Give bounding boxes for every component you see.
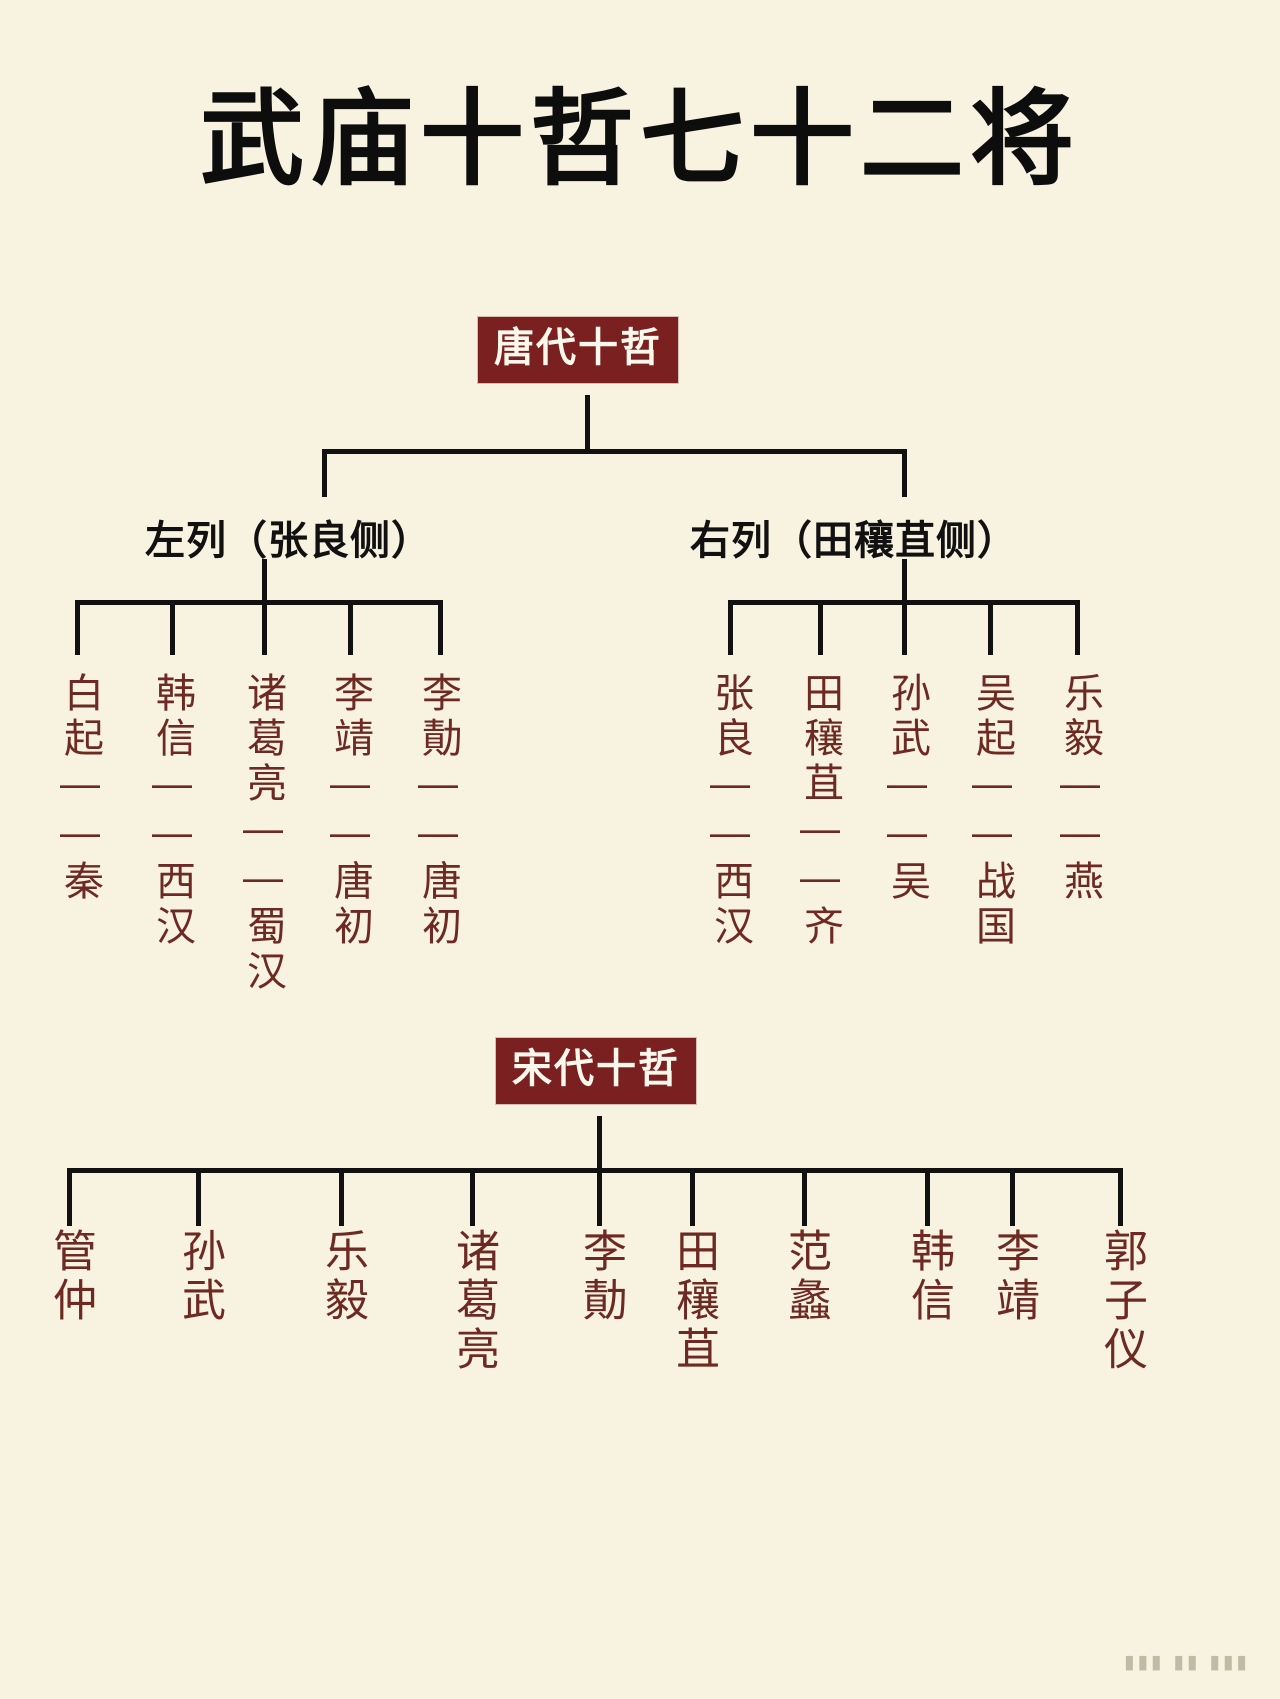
song-item-7[interactable]: 范蠡 — [781, 1228, 830, 1326]
song-tick-6 — [690, 1168, 695, 1226]
song-item-1[interactable]: 管仲 — [46, 1228, 95, 1326]
song-tick-2 — [196, 1168, 201, 1226]
leaf-tang-left-4[interactable]: 李靖——唐初 — [328, 672, 372, 950]
song-tick-10 — [1118, 1168, 1123, 1226]
song-item-6[interactable]: 田穰苴 — [669, 1228, 718, 1375]
node-song-ten-philosophers[interactable]: 宋代十哲 — [496, 1038, 696, 1104]
song-item-10[interactable]: 郭子仪 — [1097, 1228, 1146, 1375]
leaf-tang-right-1[interactable]: 张良——西汉 — [708, 672, 752, 950]
song-tick-5 — [597, 1168, 602, 1226]
song-item-2[interactable]: 孙武 — [175, 1228, 224, 1326]
song-tick-1 — [67, 1168, 72, 1226]
tang-trunk-line — [585, 395, 590, 452]
right-tick-2 — [818, 600, 823, 655]
leaf-tang-left-1[interactable]: 白起——秦 — [58, 672, 102, 905]
song-tick-4 — [470, 1168, 475, 1226]
song-trunk-line — [597, 1116, 602, 1171]
right-tick-1 — [728, 600, 733, 655]
song-tick-9 — [1010, 1168, 1015, 1226]
leaf-tang-right-4[interactable]: 吴起——战国 — [970, 672, 1014, 950]
left-tick-3 — [262, 600, 267, 655]
song-item-3[interactable]: 乐毅 — [318, 1228, 367, 1326]
left-group-stem-line — [262, 559, 267, 603]
tang-left-drop-line — [322, 449, 327, 497]
right-tick-5 — [1075, 600, 1080, 655]
song-tick-7 — [802, 1168, 807, 1226]
left-group-bus-line — [75, 600, 443, 605]
left-tick-5 — [438, 600, 443, 655]
song-tick-8 — [925, 1168, 930, 1226]
right-group-stem-line — [902, 559, 907, 603]
song-bus-line — [67, 1168, 1122, 1173]
tang-right-drop-line — [902, 449, 907, 497]
node-tang-ten-philosophers[interactable]: 唐代十哲 — [478, 317, 678, 383]
leaf-tang-right-3[interactable]: 孙武——吴 — [885, 672, 929, 905]
group-header-right: 右列（田穰苴侧） — [690, 519, 1018, 563]
tang-split-line — [322, 449, 907, 454]
leaf-tang-left-3[interactable]: 诸葛亮——蜀汉 — [241, 672, 285, 995]
left-tick-4 — [348, 600, 353, 655]
watermark: ▮▮▮ ▮▮ ▮▮▮ — [1124, 1651, 1250, 1673]
song-tick-3 — [339, 1168, 344, 1226]
song-item-9[interactable]: 李靖 — [989, 1228, 1038, 1326]
leaf-tang-right-2[interactable]: 田穰苴——齐 — [798, 672, 842, 950]
leaf-tang-right-5[interactable]: 乐毅——燕 — [1058, 672, 1102, 905]
song-item-5[interactable]: 李勣 — [576, 1228, 625, 1326]
group-header-left: 左列（张良侧） — [145, 519, 432, 563]
song-item-8[interactable]: 韩信 — [904, 1228, 953, 1326]
right-tick-4 — [988, 600, 993, 655]
leaf-tang-left-5[interactable]: 李勣——唐初 — [416, 672, 460, 950]
left-tick-2 — [170, 600, 175, 655]
page-title: 武庙十哲七十二将 — [199, 82, 1080, 198]
right-tick-3 — [902, 600, 907, 655]
song-item-4[interactable]: 诸葛亮 — [449, 1228, 498, 1375]
left-tick-1 — [75, 600, 80, 655]
leaf-tang-left-2[interactable]: 韩信——西汉 — [150, 672, 194, 950]
